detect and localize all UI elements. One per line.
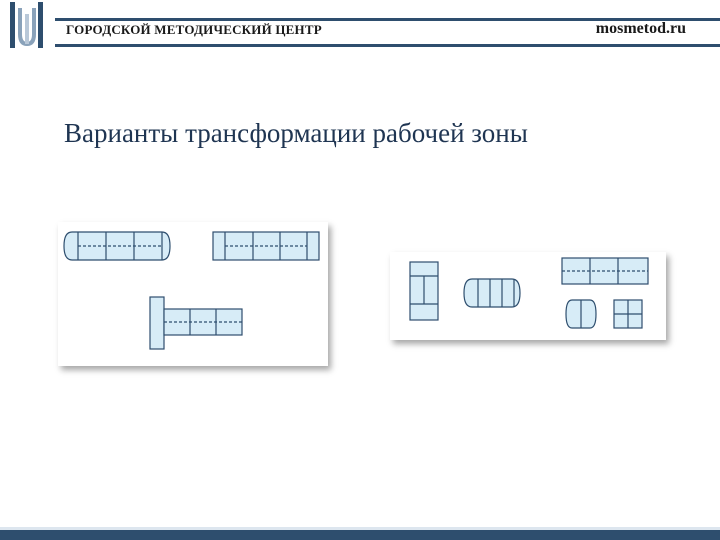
site-url: mosmetod.ru: [595, 20, 686, 37]
mgmc-logo-icon: [0, 0, 56, 54]
layout-diagram-left: [58, 222, 328, 366]
table-arrangements-left: [63, 231, 320, 350]
header-top-bar: [55, 18, 720, 21]
footer-bar: [0, 530, 720, 540]
slide-title: Варианты трансформации рабочей зоны: [64, 118, 528, 148]
footer-line: [0, 527, 720, 530]
table-t-vertical: [149, 296, 165, 350]
table-rounded-block: [463, 278, 521, 308]
organization-name: ГОРОДСКОЙ МЕТОДИЧЕСКИЙ ЦЕНТР: [66, 22, 322, 37]
layout-diagram-right: [390, 252, 666, 340]
table-arrangements-right: [409, 257, 649, 329]
header-bottom-bar: [55, 44, 720, 47]
table-vertical-block: [409, 261, 439, 321]
slide-header: ГОРОДСКОЙ МЕТОДИЧЕСКИЙ ЦЕНТР mosmetod.ru: [0, 0, 720, 56]
